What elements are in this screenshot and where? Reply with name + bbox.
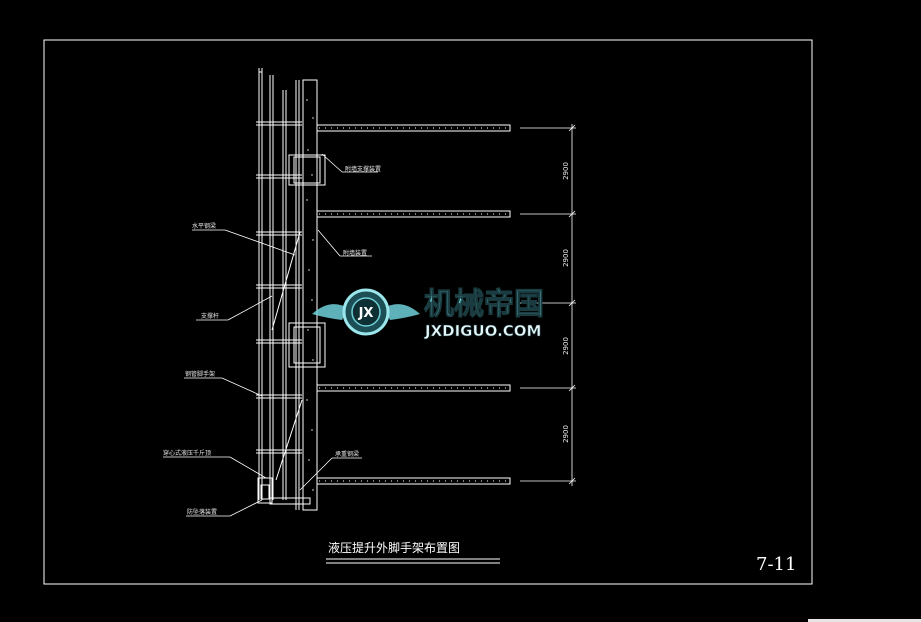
label-hydraulic-jack: 穿心式液压千斤顶 <box>163 449 211 457</box>
concrete-wall <box>302 79 318 511</box>
dimension-text-4: 2900 <box>562 425 570 443</box>
label-anti-fall: 防坠落装置 <box>187 508 217 516</box>
winged-emblem-icon <box>312 288 420 336</box>
label-wall-support: 附墙支撑装置 <box>345 165 381 173</box>
watermark-logo: JX 机械帝国 JXDIGUO.COM <box>312 287 545 340</box>
watermark-emblem-text: JX <box>358 306 374 321</box>
label-steel-beam: 水平钢梁 <box>192 222 216 230</box>
dimension-texts: 2900 2900 2900 2900 <box>562 162 570 443</box>
floor-slabs <box>316 124 511 485</box>
dimension-text-3: 2900 <box>562 337 570 355</box>
title-block: 液压提升外脚手架布置图 <box>326 540 500 564</box>
label-support-rod: 支撑杆 <box>201 312 219 320</box>
watermark-brand-en: JXDIGUO.COM <box>424 322 541 340</box>
dimension-text-2: 2900 <box>562 249 570 267</box>
label-wall-device: 附墙装置 <box>343 249 367 257</box>
drawing-title: 液压提升外脚手架布置图 <box>328 540 460 555</box>
label-leaders <box>163 153 378 517</box>
drawing-frame <box>43 39 813 585</box>
sheet-number: 7-11 <box>756 554 796 575</box>
watermark-brand-cn: 机械帝国 <box>424 287 544 322</box>
label-bearing-beam: 承重钢梁 <box>335 450 359 458</box>
status-strip <box>808 619 921 622</box>
component-labels: 附墙支撑装置 附墙装置 水平钢梁 支撑杆 钢管脚手架 穿心式液压千斤顶 防坠落装… <box>163 165 381 516</box>
dimension-chain <box>520 124 576 486</box>
steel-pipe-scaffold <box>256 68 303 510</box>
wall-attachment-devices <box>257 154 326 505</box>
label-pipe-scaffold: 钢管脚手架 <box>185 370 215 378</box>
dimension-text-1: 2900 <box>562 162 570 180</box>
